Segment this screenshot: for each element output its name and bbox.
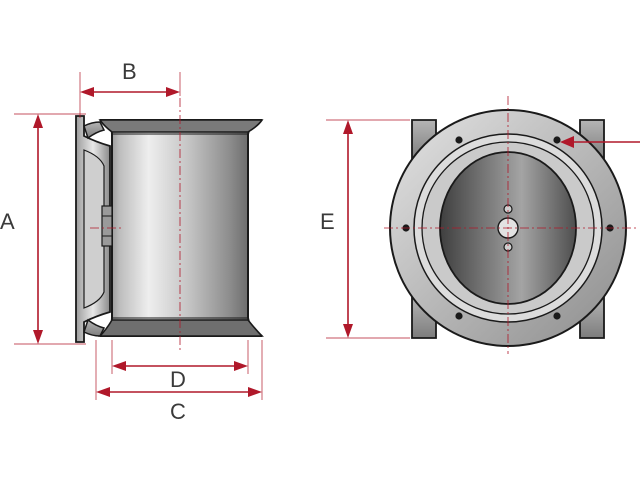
bolt-hole (553, 312, 561, 320)
side-flange-inner (83, 149, 105, 309)
side-flange-bottom-tab (83, 318, 106, 337)
dim-label-e: E (320, 209, 335, 234)
bolt-hole (553, 136, 561, 144)
cylinder-body (99, 119, 263, 337)
dim-label-b: B (122, 59, 137, 84)
front-view (384, 96, 640, 354)
pointer-arrow-head (560, 136, 574, 148)
dim-label-a: A (0, 209, 15, 234)
cylinder-top-lip (98, 119, 264, 133)
cylinder-bottom-lip (98, 319, 264, 337)
front-bolt-holes (402, 136, 614, 320)
bolt-hole (455, 136, 463, 144)
dim-label-c: C (170, 399, 186, 424)
side-flange-top-tab (83, 121, 106, 140)
side-view (75, 98, 264, 352)
dimensions: A B D C E (0, 59, 410, 424)
dim-label-d: D (170, 367, 186, 392)
side-hub (101, 205, 113, 247)
bolt-hole (455, 312, 463, 320)
